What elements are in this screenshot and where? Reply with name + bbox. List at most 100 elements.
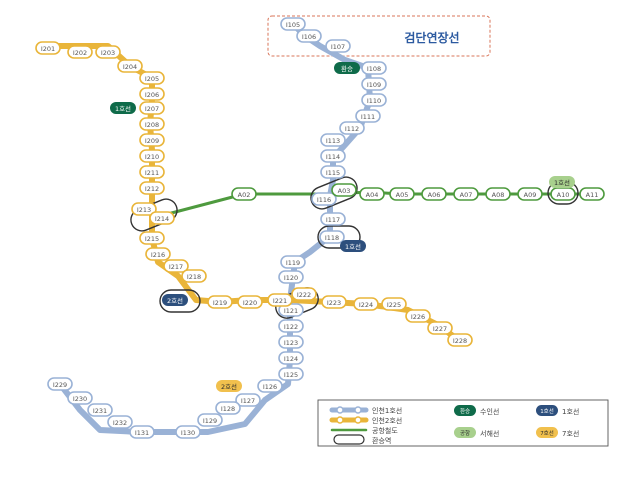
- station[interactable]: I119: [280, 255, 306, 269]
- station[interactable]: I127: [235, 393, 261, 407]
- station[interactable]: I105: [280, 17, 306, 31]
- station[interactable]: I128: [215, 401, 241, 415]
- station[interactable]: I210: [139, 149, 165, 163]
- station[interactable]: I106: [296, 29, 322, 43]
- station[interactable]: I229: [47, 377, 73, 391]
- station[interactable]: I201: [35, 41, 61, 55]
- station[interactable]: A03: [331, 183, 357, 197]
- station-code: I206: [145, 91, 159, 99]
- badge-pill: [549, 176, 575, 188]
- station[interactable]: I223: [321, 295, 347, 309]
- station[interactable]: I113: [320, 133, 346, 147]
- station-pill: [87, 403, 113, 417]
- station-code: I128: [221, 405, 235, 413]
- station-pill: [145, 247, 171, 261]
- station[interactable]: I115: [320, 165, 346, 179]
- station[interactable]: A11: [579, 187, 605, 201]
- legend-c4-label: 7호선: [562, 429, 579, 438]
- station[interactable]: I109: [361, 77, 387, 91]
- station[interactable]: I107: [325, 39, 351, 53]
- station[interactable]: I207: [139, 101, 165, 115]
- station-code: A03: [338, 187, 351, 195]
- station[interactable]: I212: [139, 181, 165, 195]
- station[interactable]: I124: [278, 351, 304, 365]
- station[interactable]: I205: [139, 71, 165, 85]
- station[interactable]: I123: [278, 335, 304, 349]
- station[interactable]: A04: [359, 187, 385, 201]
- badge-pill: [162, 294, 188, 306]
- station[interactable]: I208: [139, 117, 165, 131]
- legend-c3-label: 서해선: [480, 429, 499, 438]
- station[interactable]: I211: [139, 165, 165, 179]
- station[interactable]: I114: [320, 149, 346, 163]
- station[interactable]: A07: [453, 187, 479, 201]
- station-code: I115: [326, 169, 340, 177]
- station[interactable]: A05: [389, 187, 415, 201]
- station[interactable]: I220: [237, 295, 263, 309]
- station-pill: [321, 295, 347, 309]
- station[interactable]: I228: [447, 333, 473, 347]
- station-code: I213: [137, 206, 151, 214]
- station[interactable]: I221: [267, 293, 293, 307]
- station[interactable]: I230: [67, 391, 93, 405]
- station[interactable]: I214: [149, 211, 175, 225]
- station[interactable]: I206: [139, 87, 165, 101]
- station[interactable]: I215: [139, 231, 165, 245]
- station[interactable]: A10: [550, 187, 576, 201]
- badge-label: 2호선: [167, 296, 183, 305]
- station[interactable]: I231: [87, 403, 113, 417]
- station[interactable]: I202: [67, 45, 93, 59]
- station[interactable]: I125: [278, 367, 304, 381]
- station[interactable]: I232: [107, 415, 133, 429]
- station[interactable]: I204: [117, 59, 143, 73]
- station-pill: [139, 117, 165, 131]
- station-code: I220: [243, 299, 257, 307]
- station[interactable]: A06: [421, 187, 447, 201]
- station[interactable]: A08: [485, 187, 511, 201]
- station[interactable]: I209: [139, 133, 165, 147]
- station[interactable]: I226: [405, 309, 431, 323]
- station[interactable]: I120: [278, 270, 304, 284]
- station[interactable]: I219: [207, 295, 233, 309]
- station[interactable]: I217: [163, 259, 189, 273]
- station-pill: [517, 187, 543, 201]
- badge: 2호선: [216, 380, 242, 392]
- legend-swatch-4: [536, 427, 558, 438]
- badge-label: 2호선: [221, 382, 237, 391]
- station[interactable]: I224: [353, 297, 379, 311]
- station[interactable]: I216: [145, 247, 171, 261]
- station-pill: [291, 287, 317, 301]
- station[interactable]: I108: [361, 61, 387, 75]
- station-pill: [339, 121, 365, 135]
- station[interactable]: I116: [311, 192, 337, 206]
- station[interactable]: I111: [355, 109, 381, 123]
- station[interactable]: I213: [131, 202, 157, 216]
- station[interactable]: I222: [291, 287, 317, 301]
- station-code: A02: [238, 191, 251, 199]
- station[interactable]: A02: [231, 187, 257, 201]
- station[interactable]: A09: [517, 187, 543, 201]
- station-code: I212: [145, 185, 159, 193]
- legend-line1-node: [336, 406, 344, 414]
- badge-label: 1호선: [345, 242, 361, 251]
- station-code: I229: [53, 381, 67, 389]
- badge-pill: [216, 380, 242, 392]
- legend-line1-label: 인천1호선: [372, 406, 402, 415]
- station[interactable]: I130: [175, 425, 201, 439]
- station[interactable]: I203: [95, 45, 121, 59]
- station[interactable]: I126: [257, 379, 283, 393]
- station[interactable]: I122: [278, 319, 304, 333]
- station-pill: [405, 309, 431, 323]
- station-code: A10: [557, 191, 570, 199]
- station[interactable]: I118: [319, 230, 345, 244]
- station[interactable]: I112: [339, 121, 365, 135]
- station[interactable]: I225: [381, 297, 407, 311]
- station[interactable]: I110: [361, 93, 387, 107]
- station[interactable]: I129: [197, 413, 223, 427]
- station[interactable]: I117: [320, 212, 346, 226]
- station-pill: [325, 39, 351, 53]
- station[interactable]: I227: [427, 321, 453, 335]
- station[interactable]: I218: [181, 269, 207, 283]
- station[interactable]: I131: [129, 425, 155, 439]
- transfer-capsule-south: [317, 225, 361, 249]
